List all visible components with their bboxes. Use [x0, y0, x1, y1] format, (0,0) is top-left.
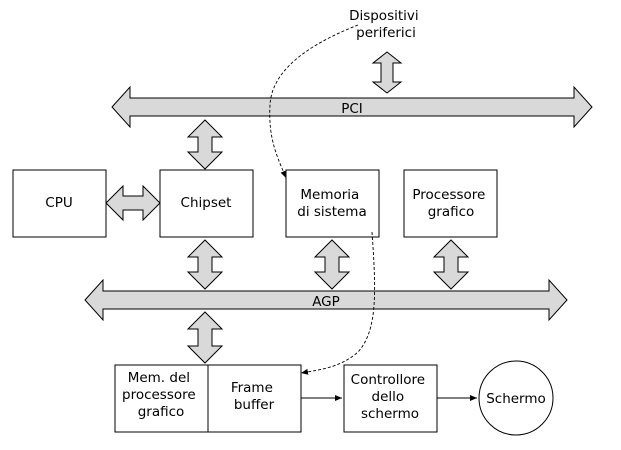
peripherals-pci-arrow — [371, 51, 403, 94]
memory-to-framebuffer-dashed-arrow — [300, 231, 376, 375]
graphics-memory-label: Mem. del processore grafico — [122, 370, 200, 420]
graphics-processor-block — [403, 169, 498, 238]
screen-block — [478, 360, 554, 436]
pci-chipset-arrow — [186, 119, 224, 170]
cpu-chipset-arrow — [105, 184, 161, 222]
screen-label: Schermo — [486, 391, 546, 407]
peripherals-label: Dispositivi periferici — [349, 8, 423, 41]
agp-graphics-memory-arrow — [186, 311, 224, 364]
frame-buffer-label: Frame buffer — [231, 380, 277, 413]
frame-buffer-block — [207, 364, 302, 433]
graphics-memory-block — [114, 364, 209, 433]
system-memory-block — [285, 169, 380, 238]
pci-bus-arrow — [111, 85, 593, 129]
peripherals-to-memory-dashed-arrow — [269, 24, 359, 179]
cpu-block — [12, 169, 107, 238]
chipset-block — [159, 169, 254, 238]
memory-agp-arrow — [313, 239, 351, 290]
graphics-processor-label: Processore grafico — [412, 187, 489, 220]
system-memory-label: Memoria di sistema — [297, 187, 366, 220]
chipset-label: Chipset — [181, 195, 232, 211]
cpu-label: CPU — [45, 195, 72, 211]
screen-controller-label: Controllore dello schermo — [351, 372, 430, 422]
pci-bus-label: PCI — [341, 101, 363, 117]
chipset-agp-arrow — [186, 239, 224, 290]
screen-controller-block — [343, 364, 438, 433]
agp-bus-label: AGP — [312, 294, 340, 310]
agp-bus-arrow — [84, 278, 568, 322]
gpu-agp-arrow — [432, 239, 470, 290]
